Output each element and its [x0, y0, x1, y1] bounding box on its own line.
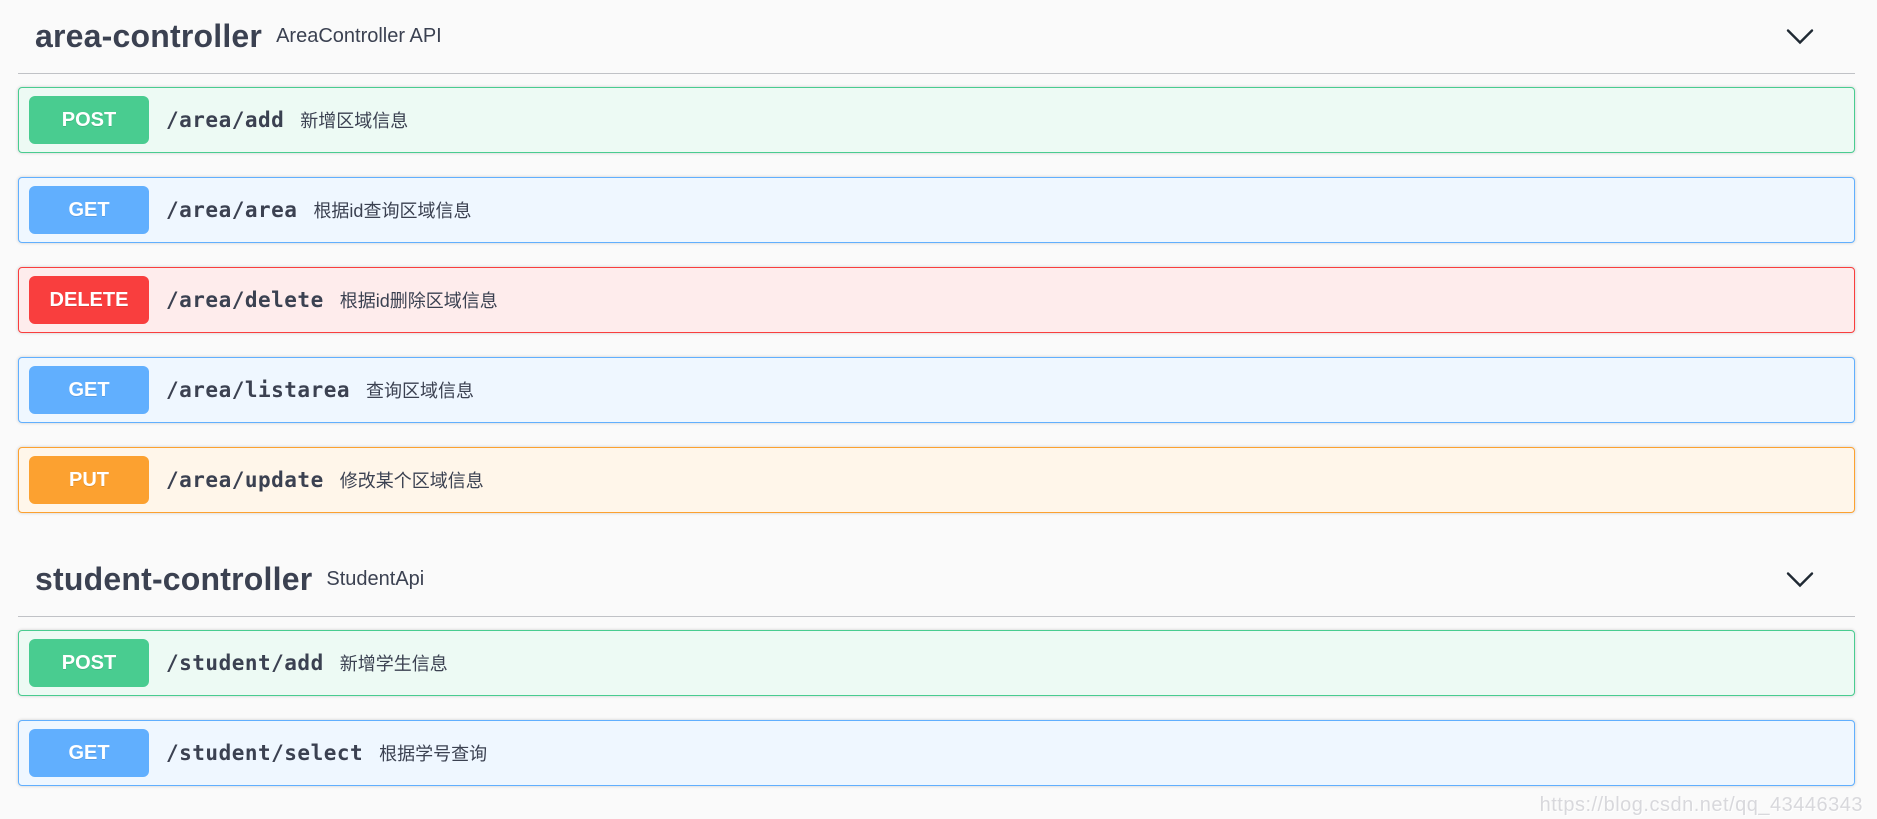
- endpoint-path: /student/select: [166, 741, 364, 765]
- section-area-controller: area-controller AreaController API POST …: [18, 0, 1855, 513]
- section-header-area-controller[interactable]: area-controller AreaController API: [18, 0, 1855, 74]
- endpoint-summary: 新增区域信息: [300, 111, 409, 131]
- endpoint-summary: 查询区域信息: [366, 381, 475, 401]
- endpoint-summary: 根据id查询区域信息: [313, 201, 472, 221]
- endpoint-path: /area/update: [166, 468, 324, 492]
- endpoint-row-area-delete[interactable]: DELETE /area/delete 根据id删除区域信息: [18, 267, 1855, 333]
- section-title: student-controller: [35, 561, 313, 597]
- endpoint-summary: 根据id删除区域信息: [339, 291, 498, 311]
- section-description: AreaController API: [276, 25, 442, 47]
- method-badge: GET: [29, 186, 149, 234]
- endpoint-path: /area/listarea: [166, 378, 351, 402]
- endpoint-row-area-area[interactable]: GET /area/area 根据id查询区域信息: [18, 177, 1855, 243]
- chevron-down-icon[interactable]: [1785, 571, 1815, 589]
- method-badge: PUT: [29, 456, 149, 504]
- section-header-student-controller[interactable]: student-controller StudentApi: [18, 543, 1855, 617]
- endpoint-path: /area/delete: [166, 288, 324, 312]
- method-badge: GET: [29, 366, 149, 414]
- endpoint-path: /area/add: [166, 108, 285, 132]
- method-badge: DELETE: [29, 276, 149, 324]
- section-description: StudentApi: [326, 568, 425, 590]
- method-badge: POST: [29, 639, 149, 687]
- endpoint-row-area-add[interactable]: POST /area/add 新增区域信息: [18, 87, 1855, 153]
- method-badge: GET: [29, 729, 149, 777]
- section-title: area-controller: [35, 18, 263, 54]
- endpoint-row-area-listarea[interactable]: GET /area/listarea 查询区域信息: [18, 357, 1855, 423]
- chevron-down-icon[interactable]: [1785, 28, 1815, 46]
- endpoint-summary: 修改某个区域信息: [339, 471, 484, 491]
- endpoint-summary: 新增学生信息: [339, 654, 448, 674]
- api-doc-page: area-controller AreaController API POST …: [18, 0, 1855, 786]
- endpoint-path: /area/area: [166, 198, 298, 222]
- endpoint-row-area-update[interactable]: PUT /area/update 修改某个区域信息: [18, 447, 1855, 513]
- endpoint-row-student-add[interactable]: POST /student/add 新增学生信息: [18, 630, 1855, 696]
- section-student-controller: student-controller StudentApi POST /stud…: [18, 543, 1855, 786]
- endpoint-path: /student/add: [166, 651, 324, 675]
- method-badge: POST: [29, 96, 149, 144]
- endpoint-summary: 根据学号查询: [379, 744, 488, 764]
- csdn-watermark: https://blog.csdn.net/qq_43446343: [1539, 794, 1863, 816]
- endpoint-row-student-select[interactable]: GET /student/select 根据学号查询: [18, 720, 1855, 786]
